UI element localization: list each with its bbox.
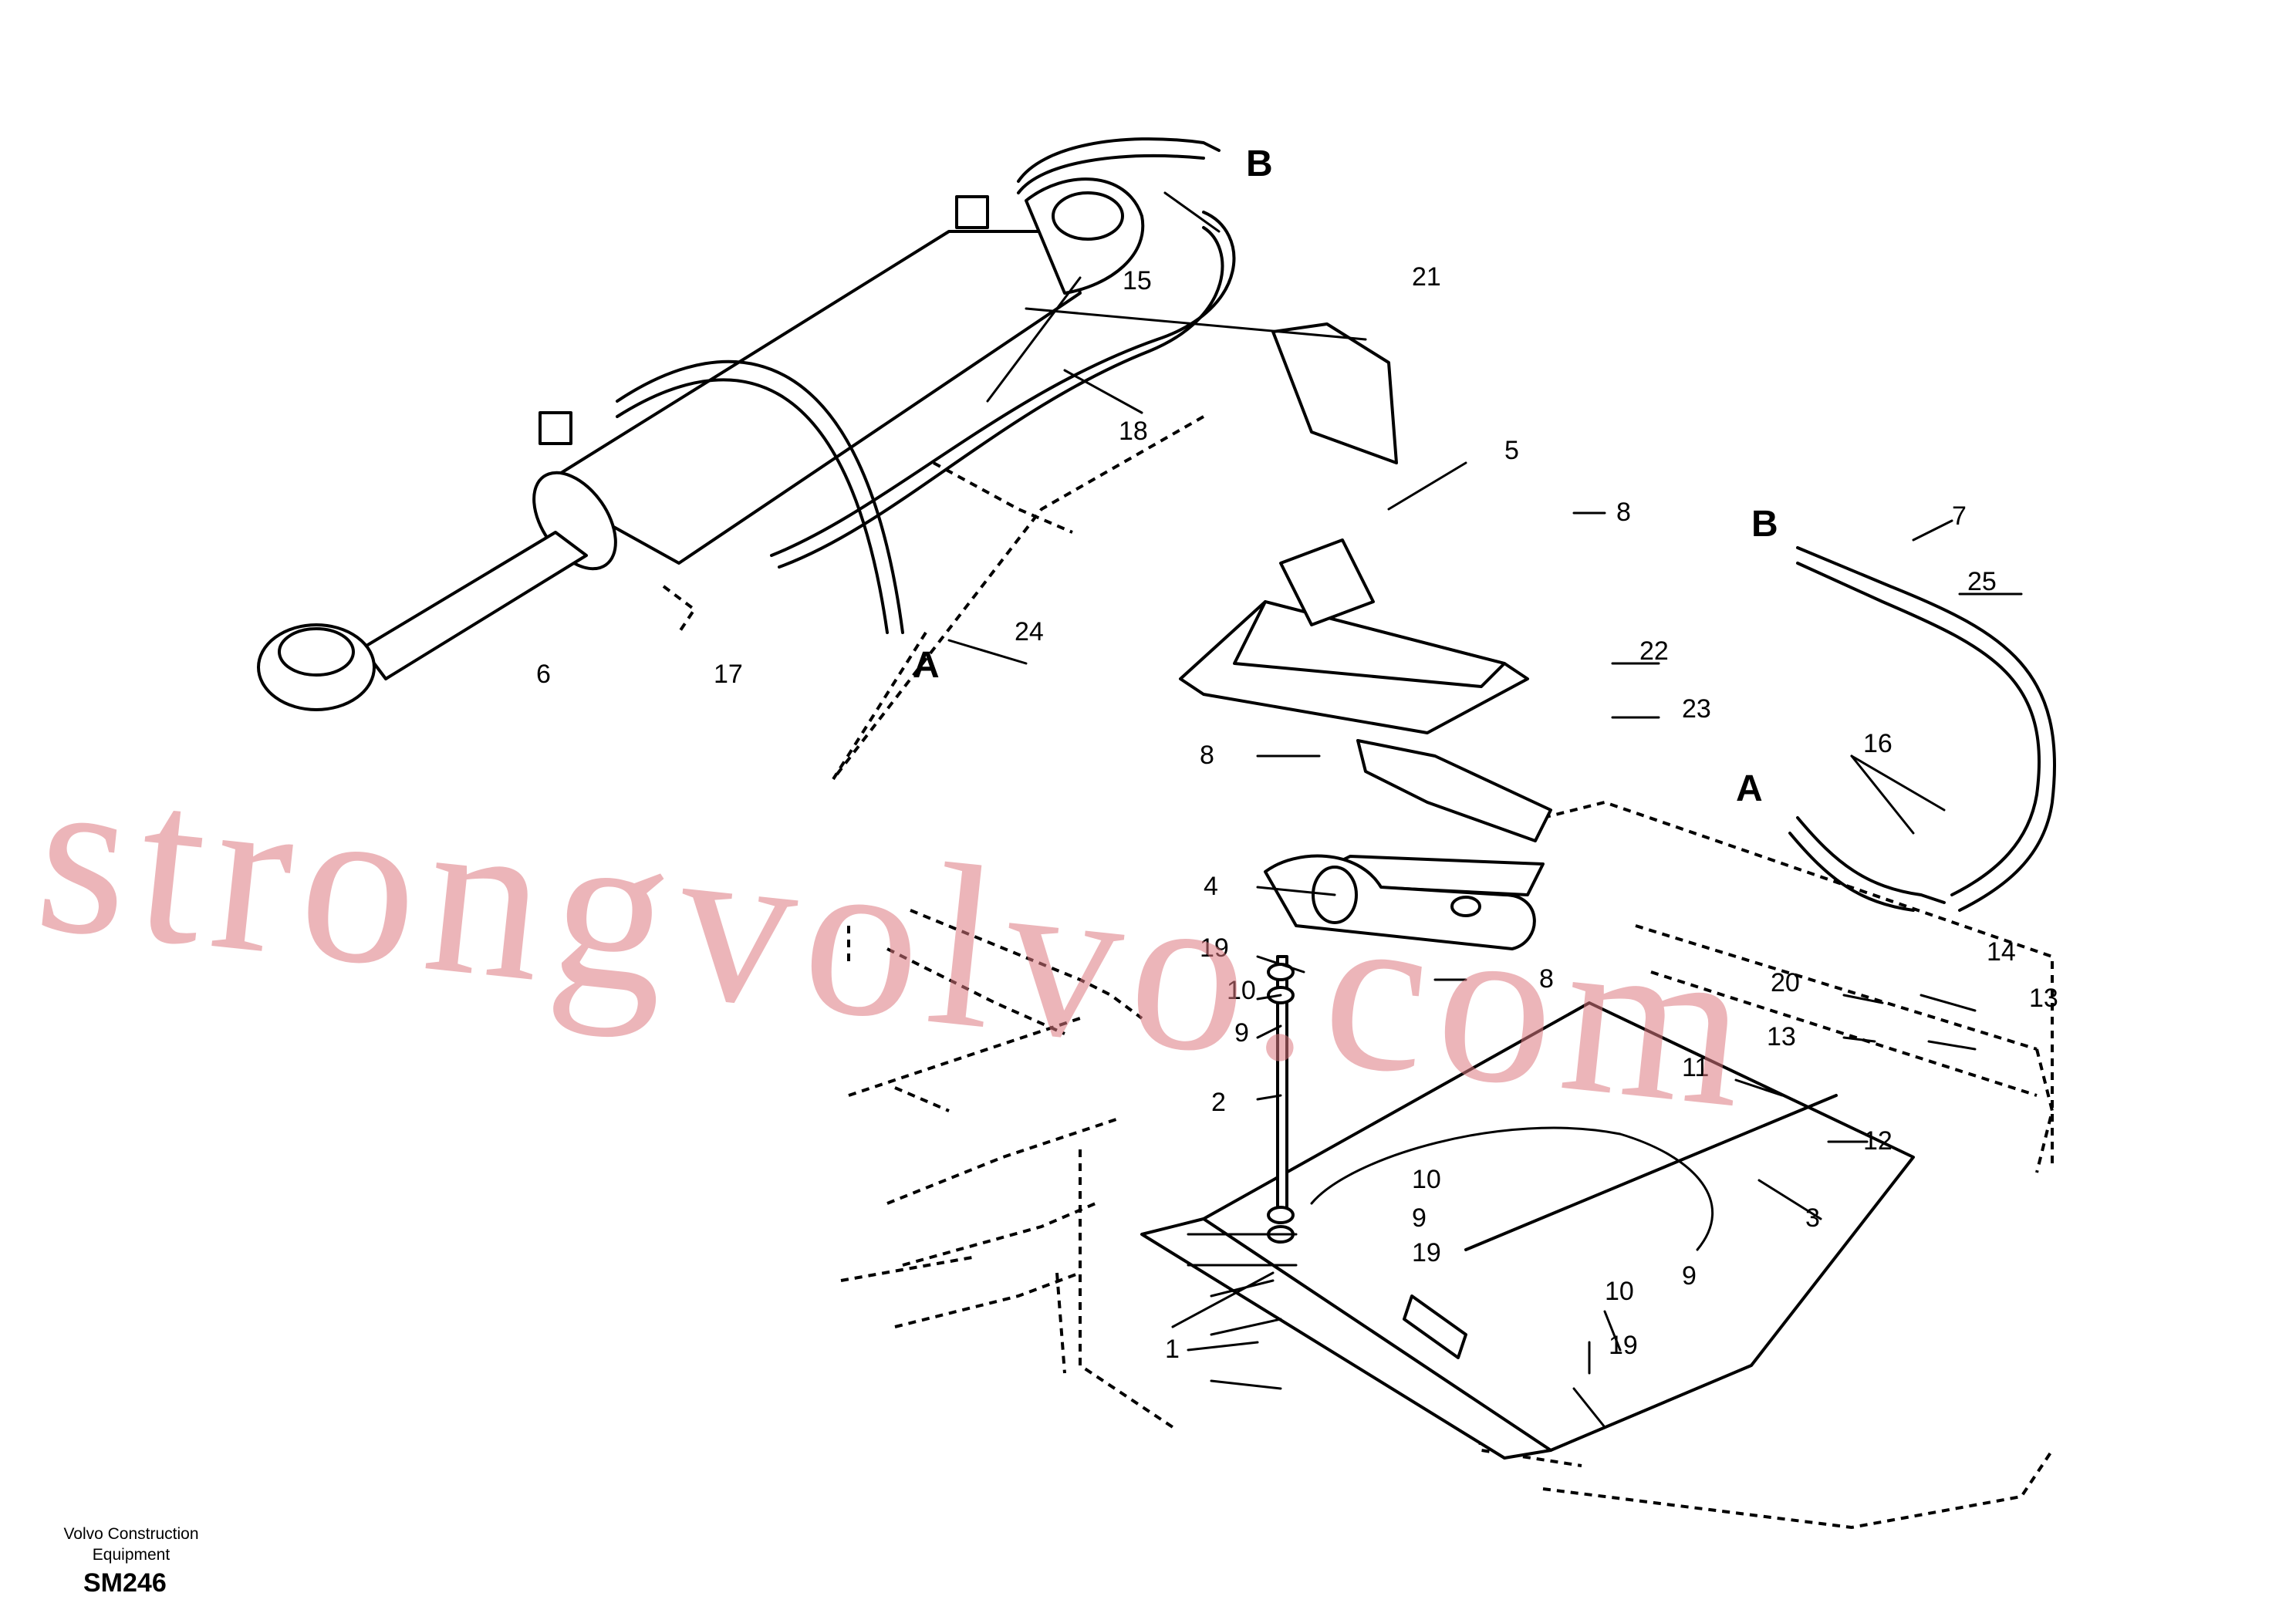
- callout-10-right: 10: [1605, 1277, 1634, 1306]
- callout-20: 20: [1771, 968, 1800, 997]
- callout-8-mid: 8: [1539, 964, 1554, 994]
- pedal-assembly: [1264, 739, 1552, 950]
- callout-11: 11: [1682, 1053, 1709, 1082]
- callout-10-lower: 10: [1412, 1165, 1441, 1194]
- base-plate: [1140, 1001, 1915, 1460]
- callout-13-right: 13: [2029, 984, 2058, 1013]
- callout-16: 16: [1863, 729, 1893, 758]
- connection-letter-a-left: A: [913, 645, 940, 686]
- credit-line-2: Equipment: [92, 1546, 171, 1564]
- hydraulic-hoses: [616, 137, 2057, 912]
- drawing-code: SM246: [83, 1568, 167, 1598]
- connection-letter-a-right: A: [1736, 768, 1763, 809]
- callout-23: 23: [1682, 694, 1711, 724]
- callout-8-top: 8: [1616, 498, 1631, 527]
- callout-7: 7: [1952, 501, 1967, 531]
- callout-4: 4: [1204, 872, 1218, 901]
- callout-13-left: 13: [1767, 1022, 1796, 1051]
- callout-24: 24: [1015, 617, 1044, 646]
- connection-letter-b-right: B: [1751, 504, 1778, 545]
- callout-15: 15: [1123, 266, 1152, 295]
- callout-19-upper: 19: [1200, 933, 1229, 963]
- publisher-credit: Volvo Construction Equipment: [31, 1524, 231, 1565]
- callout-10-upper: 10: [1227, 976, 1256, 1005]
- callout-19-right: 19: [1609, 1331, 1638, 1360]
- hydraulic-cylinder: [257, 177, 1145, 711]
- callout-21: 21: [1412, 262, 1441, 292]
- linkage-rods: [1267, 955, 1838, 1359]
- callout-3: 3: [1805, 1203, 1820, 1233]
- callout-8-left: 8: [1200, 741, 1214, 770]
- callout-5: 5: [1504, 436, 1519, 465]
- callout-numbers: 1 2 3 4 5 6 7 8 8 8 9 9 9 10 10 10 11 12…: [536, 262, 2058, 1364]
- callout-12: 12: [1863, 1126, 1893, 1156]
- callout-9-upper: 9: [1234, 1018, 1249, 1048]
- callout-9-lower: 9: [1412, 1203, 1427, 1233]
- callout-25: 25: [1967, 567, 1997, 596]
- callout-14: 14: [1987, 937, 2016, 967]
- leader-lines: [947, 191, 2023, 1429]
- callout-6: 6: [536, 660, 551, 689]
- callout-17: 17: [714, 660, 743, 689]
- callout-18: 18: [1119, 417, 1148, 446]
- callout-2: 2: [1211, 1088, 1226, 1117]
- callout-9-right: 9: [1682, 1261, 1697, 1291]
- callout-19-lower: 19: [1412, 1238, 1441, 1267]
- cover-plate: [1179, 322, 1529, 734]
- credit-line-1: Volvo Construction: [63, 1525, 199, 1543]
- connection-letters: B A B A: [913, 143, 1778, 809]
- callout-1: 1: [1165, 1335, 1180, 1364]
- connection-letter-b-top: B: [1246, 143, 1273, 184]
- callout-22: 22: [1639, 636, 1669, 666]
